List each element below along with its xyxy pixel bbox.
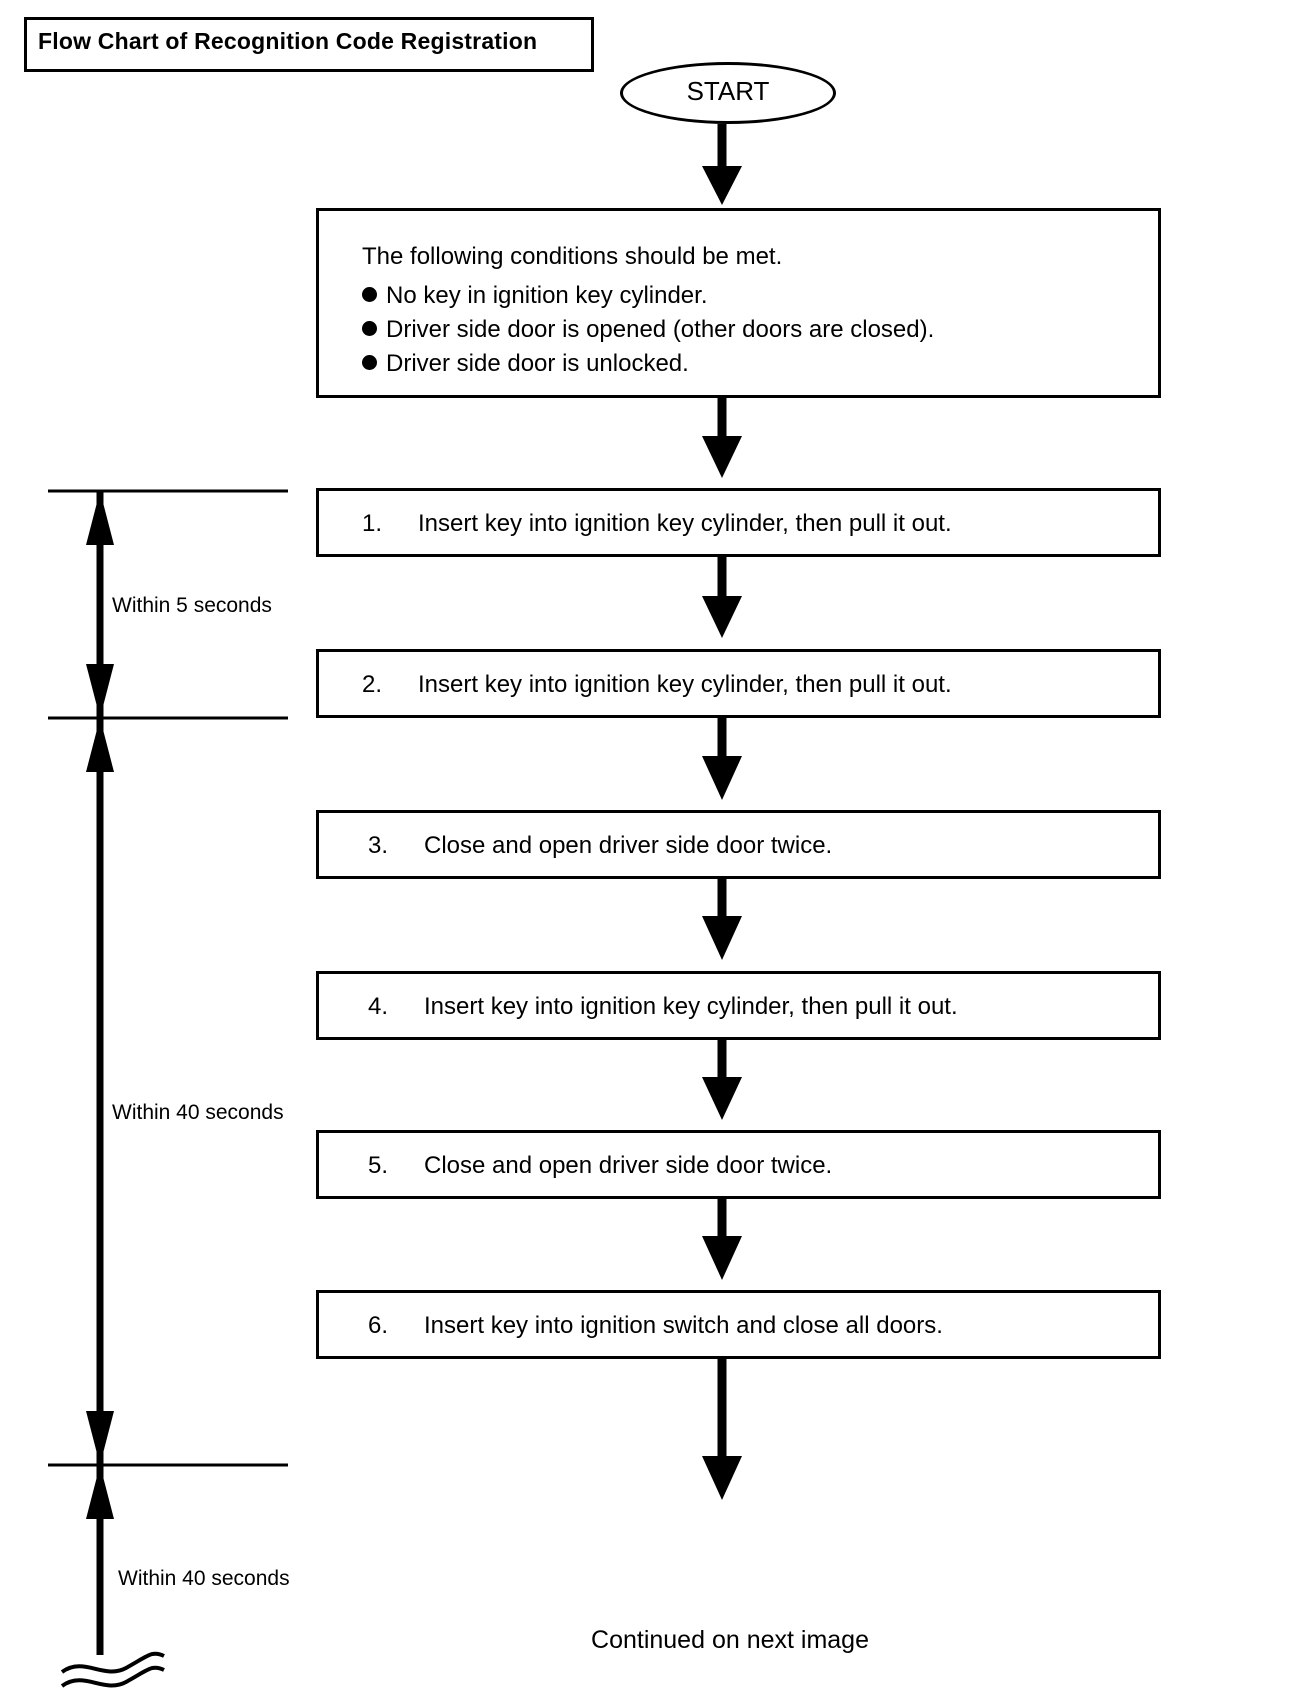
step-box-6 [316,1290,1161,1359]
step-1-text: Insert key into ignition key cylinder, t… [418,510,952,537]
timing-arrow-within-5-seconds [86,491,114,718]
connector-step5-to-step6 [702,1198,742,1280]
step-6-text: Insert key into ignition switch and clos… [424,1312,943,1339]
connector-step3-to-step4 [702,879,742,960]
timing-label-within-5-seconds: Within 5 seconds [112,594,272,617]
connector-step4-to-step5 [702,1040,742,1120]
title-box [24,17,594,72]
connector-step2-to-step3 [702,718,742,800]
conditions-lead-text: The following conditions should be met. [362,243,783,270]
step-box-5 [316,1130,1161,1199]
continued-on-next-image-label: Continued on next image [591,1626,869,1654]
step-box-4 [316,971,1161,1040]
condition-item-3-label: Driver side door is unlocked. [386,350,689,377]
step-4-number: 4. [368,993,389,1020]
step-6-number: 6. [368,1312,389,1339]
bullet-icon [362,321,377,336]
step-box-1 [316,488,1161,557]
step-5-number: 5. [368,1152,389,1179]
condition-item-2: Driver side door is opened (other doors … [362,316,934,344]
step-box-3 [316,810,1161,879]
condition-item-1: No key in ignition key cylinder. [362,282,708,310]
condition-item-3: Driver side door is unlocked. [362,350,689,378]
condition-item-1-label: No key in ignition key cylinder. [386,282,708,309]
step-3-text: Close and open driver side door twice. [424,832,833,859]
step-5-text: Close and open driver side door twice. [424,1152,833,1179]
connector-step1-to-step2 [702,557,742,638]
timing-label-within-40-seconds-main: Within 40 seconds [112,1101,284,1124]
page-title: Flow Chart of Recognition Code Registrat… [38,28,538,54]
connector-step6-to-continued [702,1358,742,1500]
connector-conditions-to-step1 [702,398,742,478]
timing-label-within-40-seconds-lower: Within 40 seconds [118,1567,290,1590]
bullet-icon [362,355,377,370]
step-box-2 [316,649,1161,718]
step-2-number: 2. [362,671,383,698]
step-1-number: 1. [362,510,383,537]
bullet-icon [362,287,377,302]
break-squiggle-icon [60,1651,165,1688]
step-4-text: Insert key into ignition key cylinder, t… [424,993,958,1020]
start-node [620,62,836,124]
timing-arrow-within-40-seconds-main [86,718,114,1465]
step-2-text: Insert key into ignition key cylinder, t… [418,671,952,698]
start-node-label: START [686,76,770,106]
conditions-box [316,208,1161,398]
connector-start-to-conditions [702,124,742,205]
timing-arrow-within-40-seconds-lower [86,1465,114,1655]
condition-item-2-label: Driver side door is opened (other doors … [386,316,935,343]
step-3-number: 3. [368,832,389,859]
